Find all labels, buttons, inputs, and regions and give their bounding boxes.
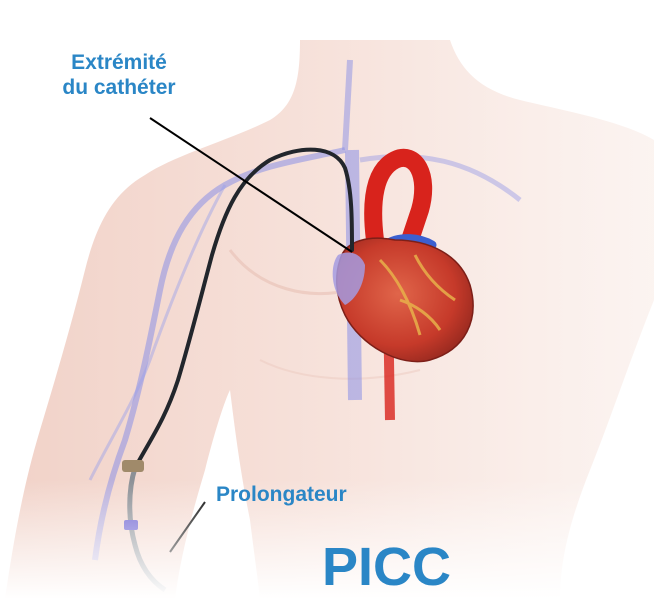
catheter-tip-label: Extrémité du cathéter [34,50,204,100]
catheter-tip-label-line1: Extrémité [34,50,204,75]
catheter-tip-label-line2: du cathéter [34,75,204,100]
extension-label: Prolongateur [216,482,347,507]
picc-title: PICC [322,540,451,594]
